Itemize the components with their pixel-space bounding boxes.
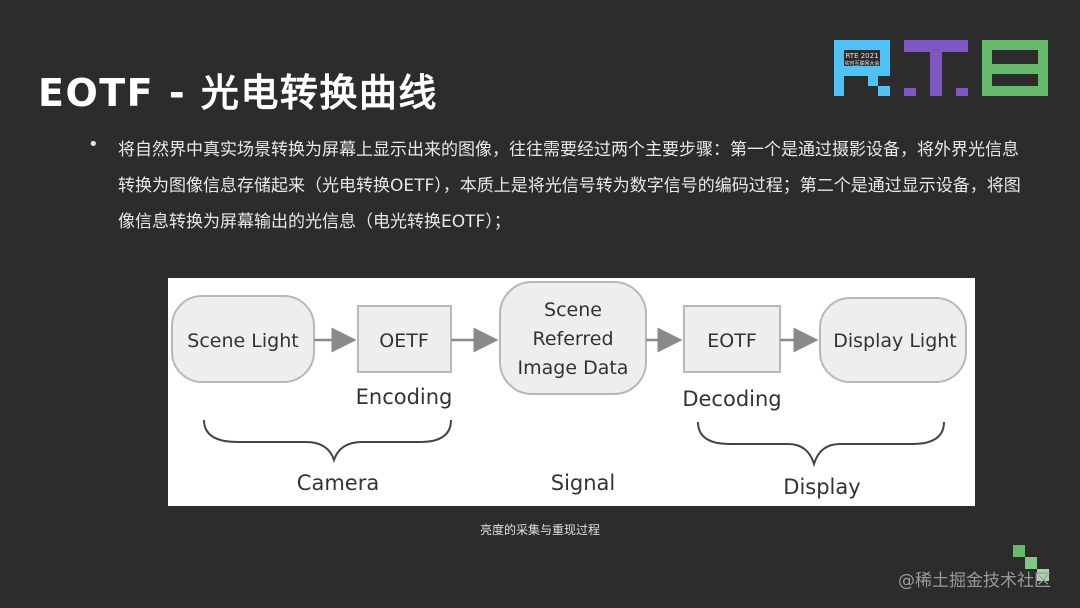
display-brace: [697, 421, 945, 468]
scene-data-label-3: Image Data: [518, 357, 629, 379]
eotf-label: EOTF: [707, 330, 757, 352]
signal-label: Signal: [551, 471, 616, 495]
watermark: @稀土掘金技术社区: [898, 571, 1051, 591]
logo-letter-e: [982, 40, 1048, 96]
scene-data-label-1: Scene: [544, 299, 602, 321]
diagram-svg: Scene Light OETF Encoding Scene Referred…: [171, 281, 967, 499]
scene-data-label-2: Referred: [532, 328, 613, 350]
camera-label: Camera: [297, 471, 379, 495]
logo-text-bottom: 实时互联网大会: [844, 60, 879, 67]
logo-letter-r: [834, 40, 890, 96]
oetf-node: [357, 305, 452, 373]
scene-data-node: [499, 281, 647, 395]
bullet-dot-icon: •: [88, 134, 99, 155]
bullet-text: 将自然界中真实场景转换为屏幕上显示出来的图像，往往需要经过两个主要步骤：第一个是…: [118, 140, 1021, 232]
decor-pixel-3: [1037, 569, 1049, 581]
figure-caption: 亮度的采集与重现过程: [479, 523, 600, 537]
display-light-label: Display Light: [833, 330, 957, 352]
slide-title: EOTF - 光电转换曲线: [38, 71, 438, 115]
decor-pixel-1: [1013, 545, 1025, 557]
camera-brace: [203, 419, 452, 464]
diagram-figure: Scene Light OETF Encoding Scene Referred…: [168, 278, 975, 506]
display-light-node: [819, 297, 967, 383]
logo-letter-t: [904, 40, 968, 96]
oetf-label: OETF: [379, 330, 429, 352]
rte-logo: RTE 2021 实时互联网大会: [834, 40, 1048, 96]
scene-light-label: Scene Light: [187, 330, 298, 352]
logo-text-top: RTE 2021: [845, 52, 878, 60]
encoding-label: Encoding: [356, 385, 453, 409]
bullet-item: • 将自然界中真实场景转换为屏幕上显示出来的图像，往往需要经过两个主要步骤：第一…: [88, 132, 1038, 240]
decor-pixel-2: [1025, 557, 1037, 569]
display-label: Display: [783, 475, 860, 499]
decoding-label: Decoding: [682, 387, 781, 411]
